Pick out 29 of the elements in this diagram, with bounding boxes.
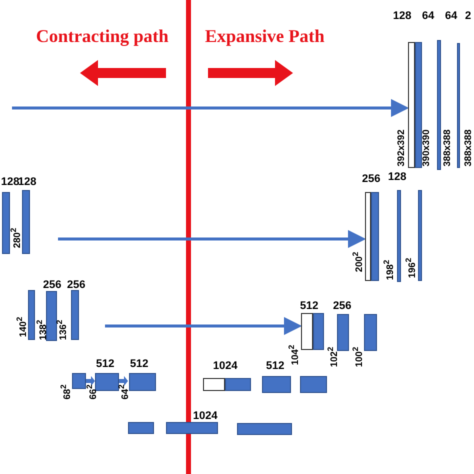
- channel-count: 128: [1, 176, 20, 188]
- channel-count: 128: [388, 171, 406, 183]
- channel-count: 512: [130, 358, 148, 370]
- channel-count: 64: [445, 10, 458, 22]
- channel-count: 512: [300, 300, 318, 312]
- size-label: 392x392: [397, 130, 407, 166]
- path-heading: Expansive Path: [205, 26, 325, 46]
- channel-count: 256: [362, 173, 380, 185]
- size-label: 390x390: [422, 130, 432, 166]
- channel-count: 256: [333, 300, 352, 312]
- feature-map-bar: [365, 192, 371, 281]
- size-label: 388x388: [464, 130, 474, 166]
- feature-map-bar: [301, 313, 313, 350]
- channel-count: 512: [266, 360, 284, 372]
- channel-count: 256: [43, 279, 62, 291]
- channel-count: 128: [393, 10, 412, 22]
- channel-count: 1024: [193, 410, 218, 422]
- feature-map-bar: [408, 42, 415, 168]
- channel-count: 256: [67, 279, 86, 291]
- skip-arrow: [12, 99, 409, 117]
- size-label: 388x388: [443, 130, 453, 166]
- channel-count: 2: [465, 10, 472, 22]
- channel-count: 512: [96, 358, 114, 370]
- channel-count: 128: [18, 176, 36, 188]
- channel-count: 1024: [213, 360, 238, 372]
- skip-arrow: [105, 317, 302, 335]
- skip-arrow: [58, 230, 366, 248]
- channel-count: 64: [422, 10, 434, 22]
- path-heading: Contracting path: [36, 26, 169, 46]
